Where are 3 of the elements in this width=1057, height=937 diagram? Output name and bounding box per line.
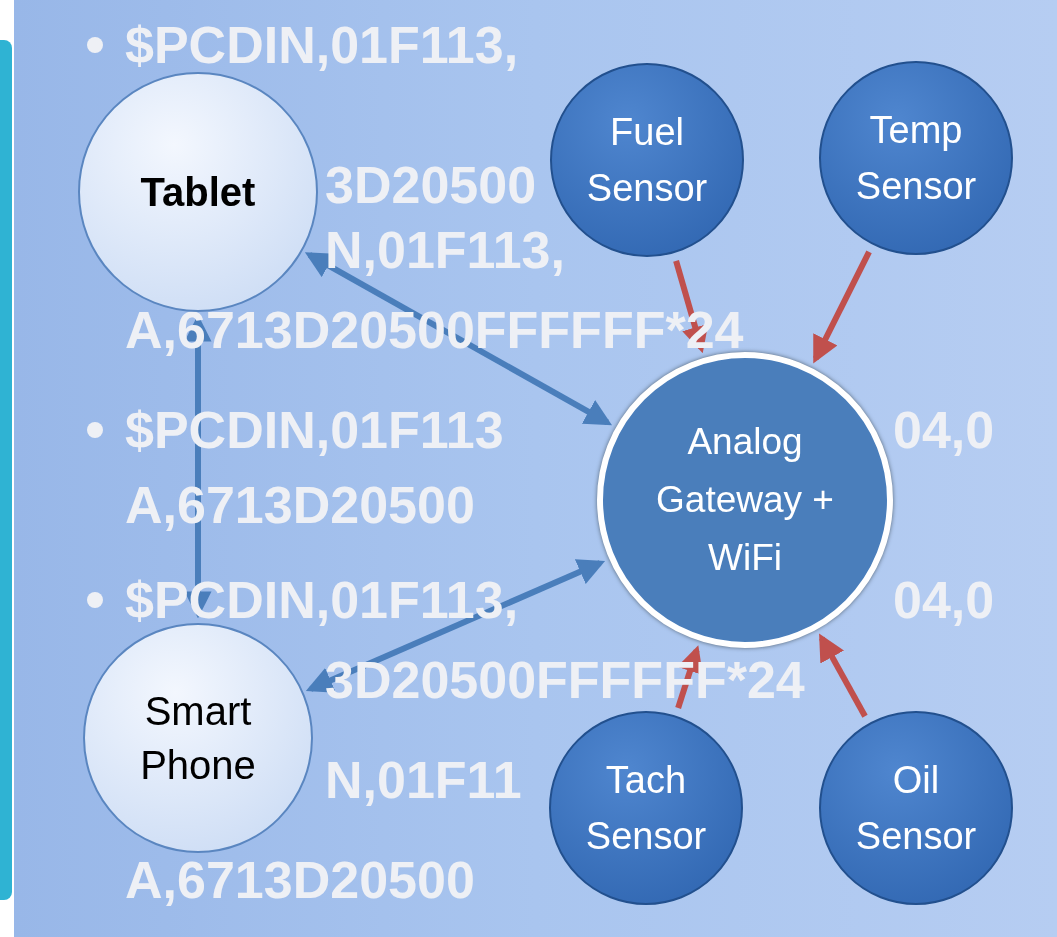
background-code-text: 3D20500: [325, 163, 537, 207]
arrow: [819, 633, 868, 718]
arrow: [812, 250, 872, 364]
